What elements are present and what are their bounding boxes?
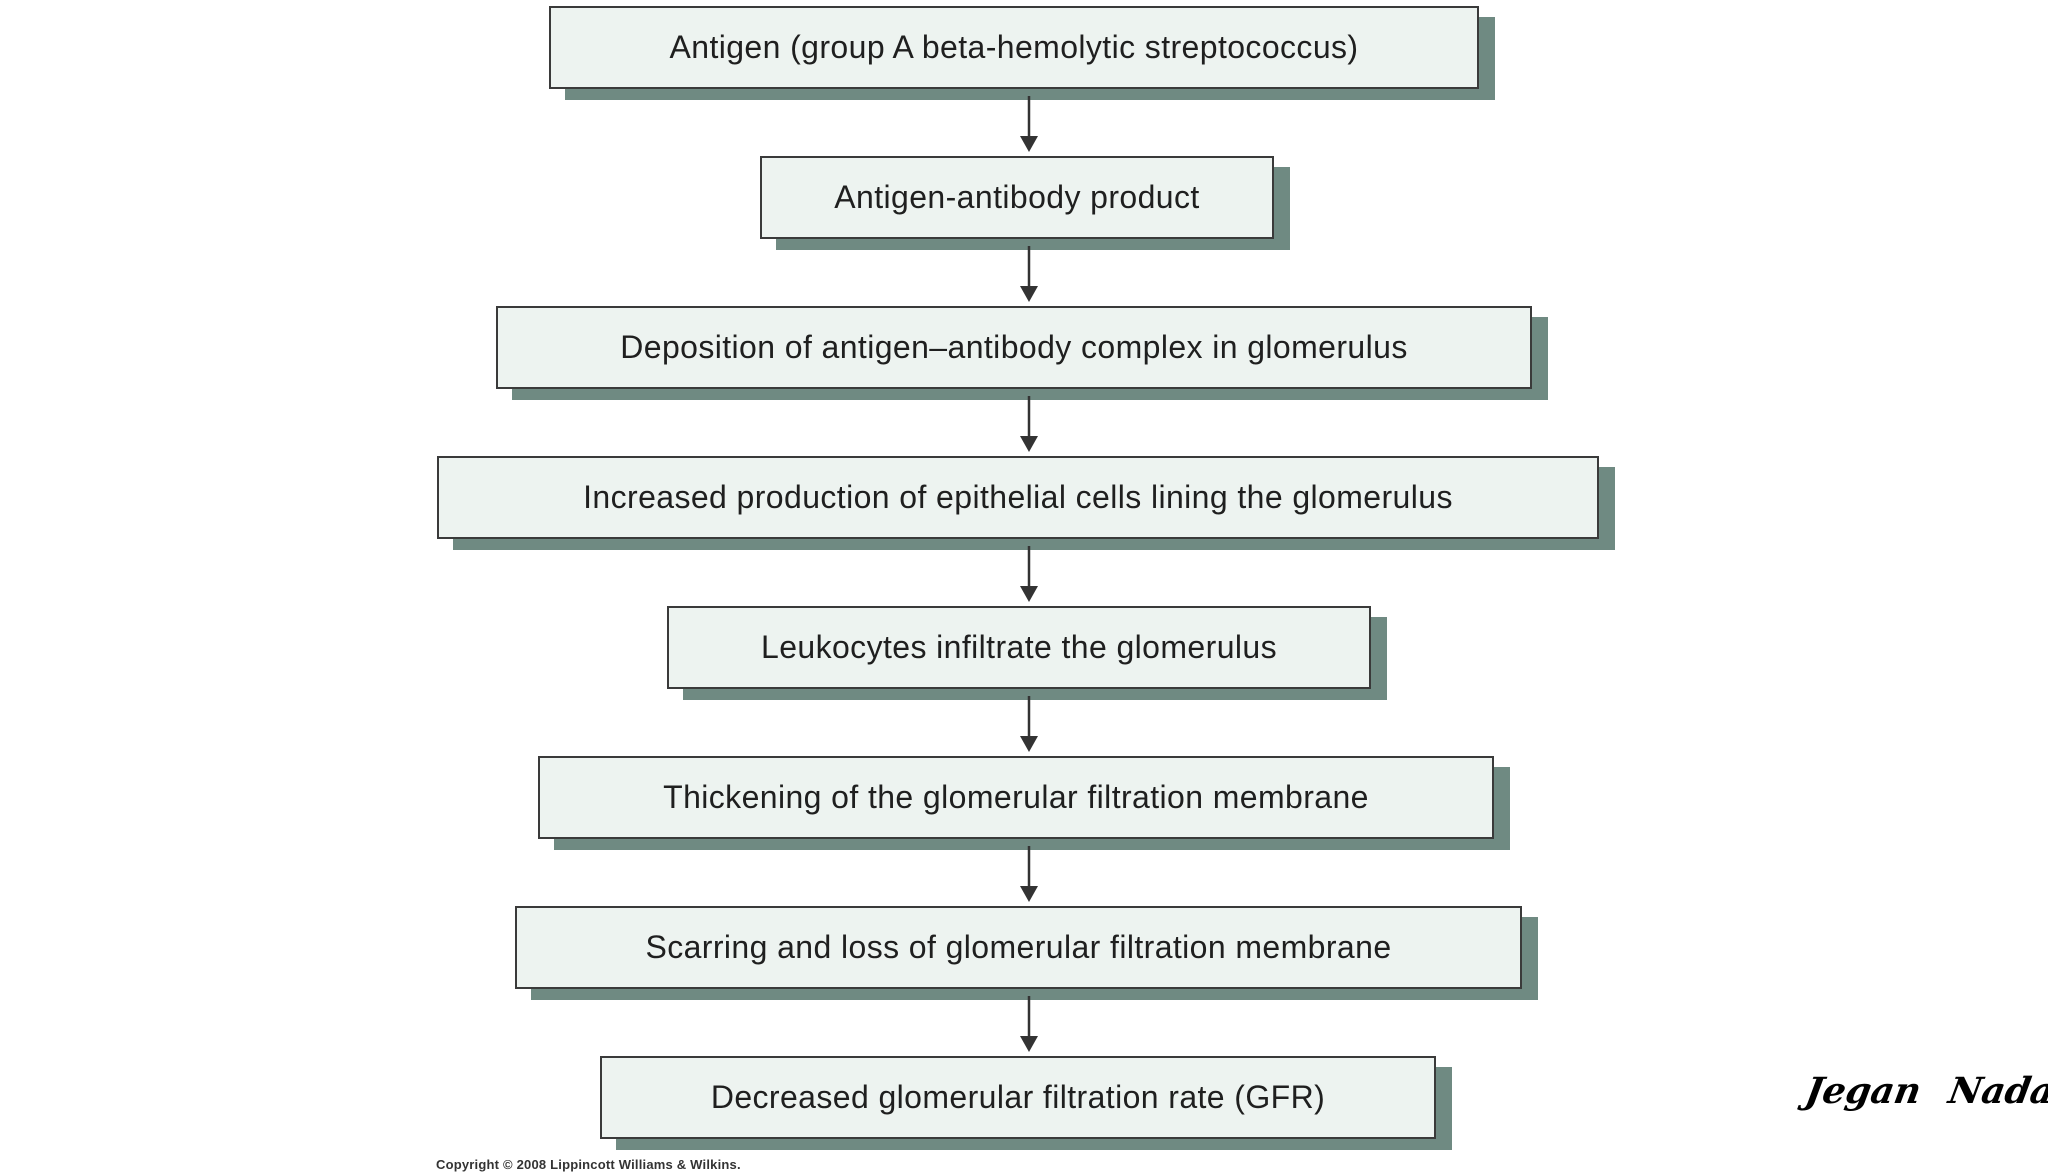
step-label: Deposition of antigen–antibody complex i… [620, 329, 1408, 365]
arrow-down-icon [1019, 246, 1039, 302]
step-box-decreased-gfr: Decreased glomerular filtration rate (GF… [600, 1056, 1436, 1139]
step-label: Scarring and loss of glomerular filtrati… [645, 929, 1392, 965]
arrow-down-icon [1019, 396, 1039, 452]
arrow-down-icon [1019, 96, 1039, 152]
step-label: Thickening of the glomerular filtration … [663, 779, 1369, 815]
arrow-down-icon [1019, 996, 1039, 1052]
arrow-down-icon [1019, 846, 1039, 902]
step-box-thickening: Thickening of the glomerular filtration … [538, 756, 1494, 839]
step-box-leukocytes: Leukocytes infiltrate the glomerulus [667, 606, 1371, 689]
step-label: Decreased glomerular filtration rate (GF… [710, 1079, 1326, 1115]
author-signature: Jegan Nadar [1802, 1070, 2048, 1112]
step-label: Antigen-antibody product [834, 179, 1200, 215]
step-label: Increased production of epithelial cells… [583, 479, 1453, 515]
step-box-antigen: Antigen (group A beta-hemolytic streptoc… [549, 6, 1479, 89]
step-box-antigen-antibody-product: Antigen-antibody product [760, 156, 1274, 239]
step-label: Antigen (group A beta-hemolytic streptoc… [669, 29, 1359, 65]
step-box-scarring: Scarring and loss of glomerular filtrati… [515, 906, 1522, 989]
step-box-epithelial-cells: Increased production of epithelial cells… [437, 456, 1599, 539]
step-label: Leukocytes infiltrate the glomerulus [761, 629, 1277, 665]
arrow-down-icon [1019, 546, 1039, 602]
copyright-notice: Copyright © 2008 Lippincott Williams & W… [436, 1157, 741, 1172]
arrow-down-icon [1019, 696, 1039, 752]
step-box-deposition: Deposition of antigen–antibody complex i… [496, 306, 1532, 389]
